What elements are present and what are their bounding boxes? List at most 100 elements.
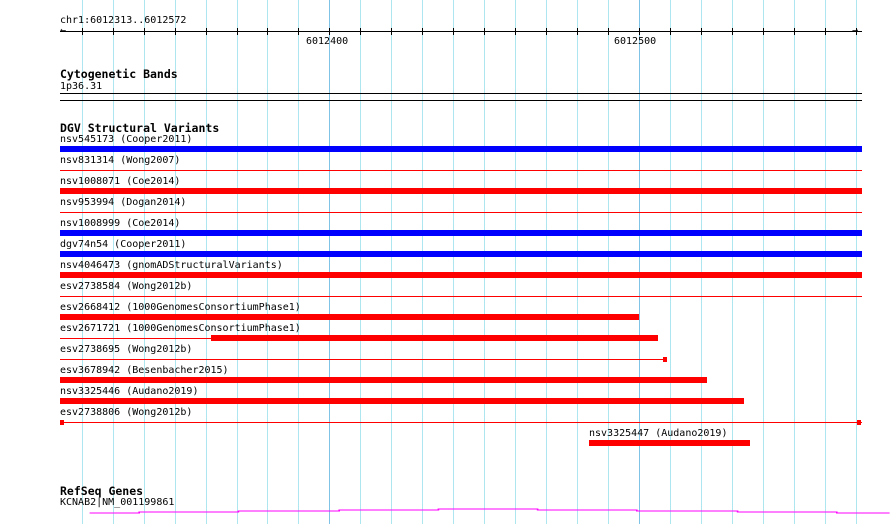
feature-bar[interactable] xyxy=(60,359,665,360)
grid-line xyxy=(484,0,485,524)
feature-label: esv2738695 (Wong2012b) xyxy=(60,344,193,355)
grid-line xyxy=(360,0,361,524)
feature-label: nsv831314 (Wong2007) xyxy=(60,155,181,166)
grid-line xyxy=(144,0,145,524)
ruler-tick xyxy=(670,28,671,35)
feature-label: nsv1008999 (Coe2014) xyxy=(60,218,181,229)
ruler-tick xyxy=(794,28,795,35)
grid-line xyxy=(175,0,176,524)
grid-line xyxy=(825,0,826,524)
ruler-label-6012400: 6012400 xyxy=(306,36,349,47)
ruler-tick xyxy=(82,28,83,35)
grid-line xyxy=(639,0,640,524)
feature-bar[interactable] xyxy=(60,377,707,383)
grid-line xyxy=(206,0,207,524)
grid-line xyxy=(267,0,268,524)
feature-label: esv3678942 (Besenbacher2015) xyxy=(60,365,229,376)
ruler-axis[interactable] xyxy=(60,31,862,32)
ruler-tick xyxy=(422,28,423,35)
feature-end-marker xyxy=(663,357,667,362)
grid-line xyxy=(608,0,609,524)
cytoband-bar-top[interactable] xyxy=(60,93,862,94)
grid-line xyxy=(82,0,83,524)
feature-bar[interactable] xyxy=(589,440,750,446)
gene-label: KCNAB2|NM_001199861 xyxy=(60,497,175,508)
ruler-tick xyxy=(763,28,764,35)
grid-line xyxy=(701,0,702,524)
grid-line xyxy=(577,0,578,524)
feature-bar[interactable] xyxy=(60,272,862,278)
feature-label: esv2738806 (Wong2012b) xyxy=(60,407,193,418)
grid-line xyxy=(391,0,392,524)
ruler-tick xyxy=(577,28,578,35)
ruler-tick xyxy=(608,28,609,35)
grid-line xyxy=(515,0,516,524)
track-title-refseq-genes: RefSeq Genes xyxy=(60,484,144,498)
ruler-tick xyxy=(175,28,176,35)
grid-line xyxy=(422,0,423,524)
grid-line xyxy=(237,0,238,524)
ruler-tick xyxy=(515,28,516,35)
feature-bar[interactable] xyxy=(60,314,639,320)
feature-label: nsv3325447 (Audano2019) xyxy=(589,428,728,439)
grid-line xyxy=(856,0,857,524)
ruler-tick xyxy=(732,28,733,35)
ruler-tick xyxy=(639,28,640,35)
feature-bar[interactable] xyxy=(60,212,862,213)
ruler-tick xyxy=(298,28,299,35)
feature-start-marker xyxy=(60,420,64,425)
feature-label: esv2668412 (1000GenomesConsortiumPhase1) xyxy=(60,302,301,313)
feature-bar[interactable] xyxy=(60,296,862,297)
gene-coverage-line[interactable] xyxy=(0,505,890,520)
grid-line xyxy=(546,0,547,524)
grid-line xyxy=(329,0,330,524)
ruler-tick xyxy=(825,28,826,35)
grid-line xyxy=(670,0,671,524)
feature-bar[interactable] xyxy=(60,251,862,257)
ruler-tick xyxy=(546,28,547,35)
ruler-tick xyxy=(206,28,207,35)
ruler-tick xyxy=(701,28,702,35)
scroll-left-arrow-icon[interactable]: ← xyxy=(60,25,67,36)
ruler-tick xyxy=(267,28,268,35)
ruler-tick xyxy=(453,28,454,35)
ruler-tick xyxy=(237,28,238,35)
feature-label: esv2671721 (1000GenomesConsortiumPhase1) xyxy=(60,323,301,334)
grid-line xyxy=(453,0,454,524)
feature-bar[interactable] xyxy=(211,335,658,341)
feature-bar[interactable] xyxy=(60,398,744,404)
ruler-label-6012500: 6012500 xyxy=(614,36,657,47)
ruler-tick xyxy=(113,28,114,35)
cytoband-bar-bottom xyxy=(60,100,862,101)
scroll-right-arrow-icon[interactable]: → xyxy=(852,26,858,36)
ruler-tick xyxy=(856,28,857,35)
feature-end-marker xyxy=(857,420,861,425)
ruler-tick xyxy=(329,28,330,35)
ruler-tick xyxy=(391,28,392,35)
track-title-cytogenetic-bands: Cytogenetic Bands xyxy=(60,67,178,81)
track-title-dgv-structural-variants: DGV Structural Variants xyxy=(60,121,220,135)
grid-line xyxy=(298,0,299,524)
feature-label: nsv4046473 (gnomADStructuralVariants) xyxy=(60,260,283,271)
ruler-tick xyxy=(144,28,145,35)
feature-label: esv2738584 (Wong2012b) xyxy=(60,281,193,292)
feature-bar[interactable] xyxy=(60,422,862,423)
feature-label: nsv545173 (Cooper2011) xyxy=(60,134,193,145)
feature-bar[interactable] xyxy=(60,146,862,152)
feature-label: nsv953994 (Dogan2014) xyxy=(60,197,187,208)
feature-bar[interactable] xyxy=(60,170,862,171)
feature-bar-thin-part[interactable] xyxy=(60,338,211,339)
grid-line xyxy=(732,0,733,524)
feature-label: nsv1008071 (Coe2014) xyxy=(60,176,181,187)
grid-line xyxy=(763,0,764,524)
feature-label: dgv74n54 (Cooper2011) xyxy=(60,239,187,250)
feature-label: nsv3325446 (Audano2019) xyxy=(60,386,199,397)
feature-bar[interactable] xyxy=(60,230,862,236)
cytoband-label: 1p36.31 xyxy=(60,81,103,92)
grid-line xyxy=(794,0,795,524)
range-label: chr1:6012313..6012572 xyxy=(60,15,187,26)
feature-bar[interactable] xyxy=(60,188,862,194)
ruler-tick xyxy=(484,28,485,35)
grid-line xyxy=(113,0,114,524)
ruler-tick xyxy=(360,28,361,35)
